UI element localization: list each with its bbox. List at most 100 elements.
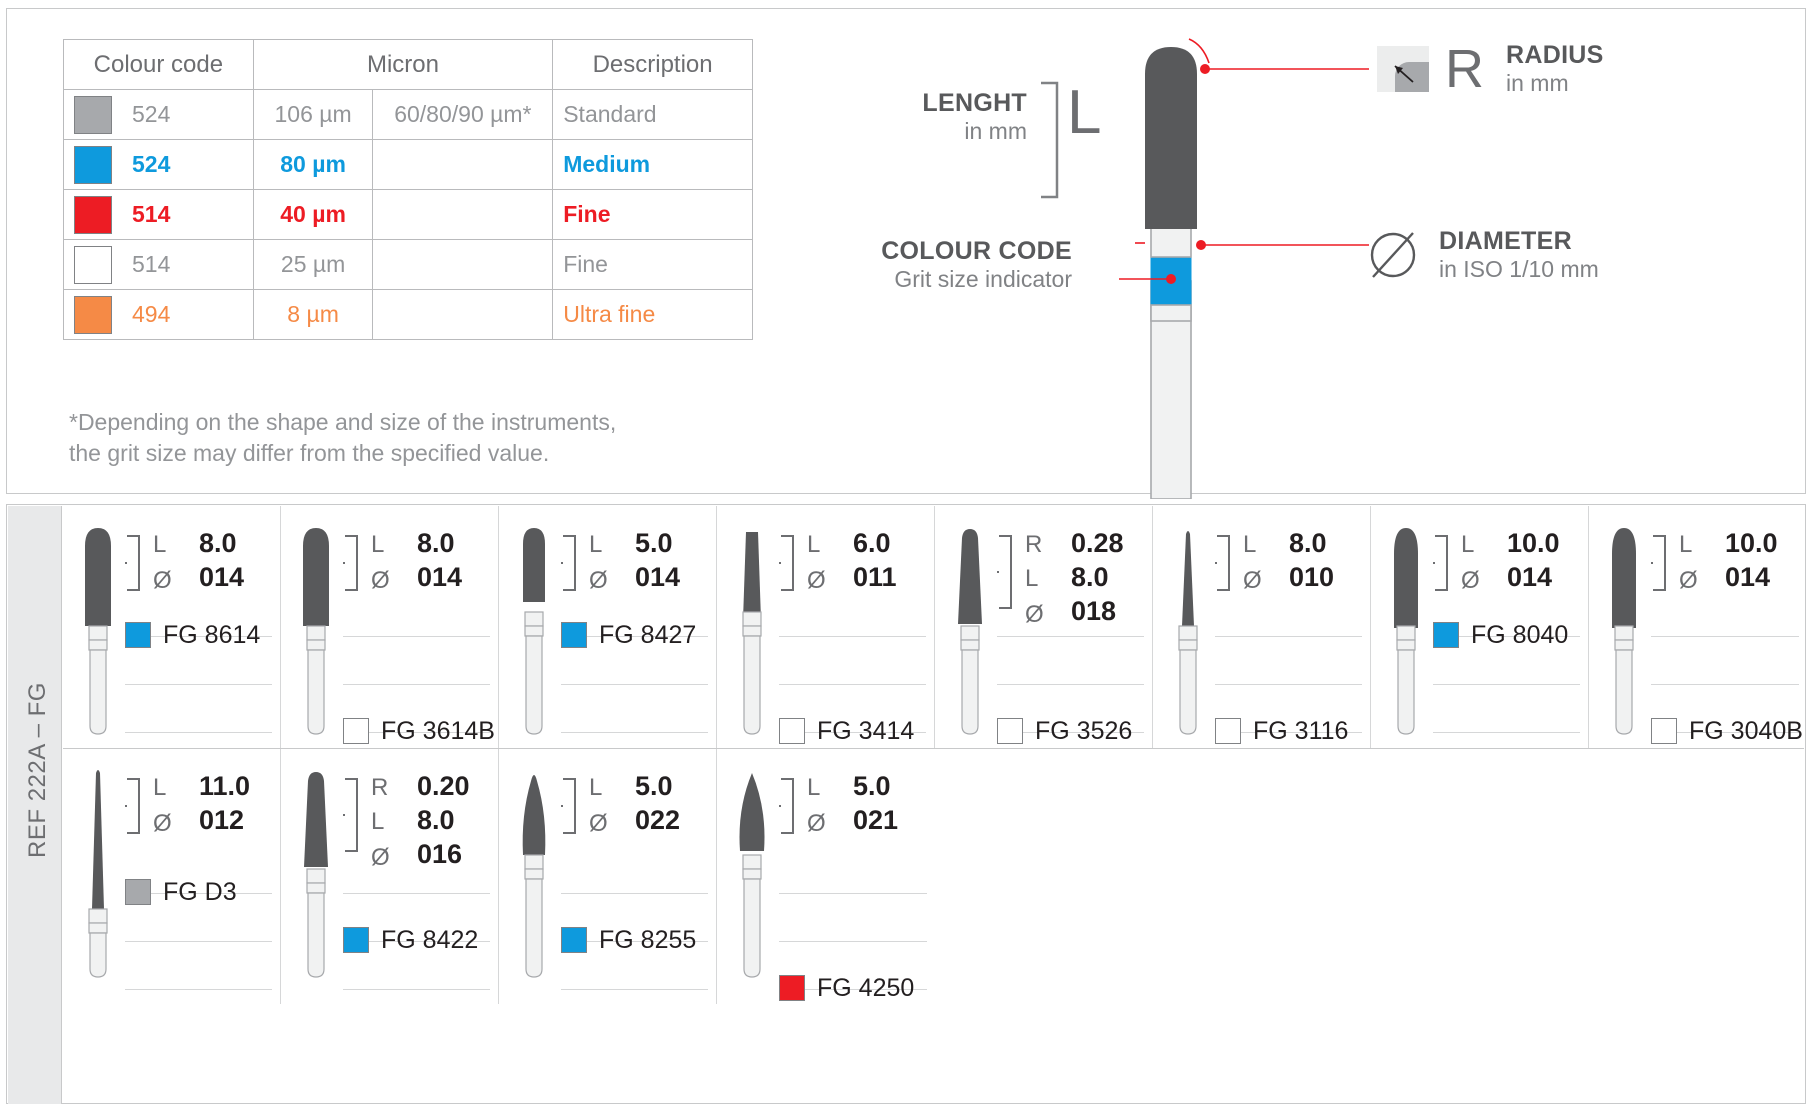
spec-value: 0.28 bbox=[1071, 528, 1124, 558]
grit-colour-cell: 524 bbox=[63, 89, 254, 140]
colour-code-value: 494 bbox=[132, 301, 171, 327]
product-code-row[interactable]: FG 3526 bbox=[997, 716, 1132, 746]
product-card[interactable]: L 5.0 Ø 014 FG 8427 bbox=[499, 506, 717, 748]
grit-micron-alt-cell bbox=[372, 239, 554, 290]
product-colour-swatch bbox=[125, 622, 151, 648]
spec-line: L 8.0 bbox=[371, 805, 470, 839]
grit-micron-alt-cell bbox=[372, 139, 554, 190]
spec-bracket-icon bbox=[561, 535, 576, 591]
spec-value: 014 bbox=[635, 562, 681, 592]
product-card[interactable]: L 8.0 Ø 014 FG 3614B bbox=[281, 506, 499, 748]
spec-block: L 5.0 Ø 022 bbox=[561, 771, 680, 839]
spec-key: Ø bbox=[1461, 567, 1480, 594]
grit-micron-cell: 25 µm bbox=[252, 239, 374, 290]
product-code-row[interactable]: FG 4250 bbox=[779, 973, 914, 1003]
product-card[interactable]: L 6.0 Ø 011 FG 3414 bbox=[717, 506, 935, 748]
product-card[interactable]: R 0.20 L 8.0 Ø 016 FG 8422 bbox=[281, 749, 499, 1004]
product-colour-swatch bbox=[125, 879, 151, 905]
card-separator-1 bbox=[1215, 636, 1362, 637]
spec-value: 6.0 bbox=[853, 528, 891, 558]
spec-value: 010 bbox=[1289, 562, 1335, 592]
spec-line: L 5.0 bbox=[589, 771, 680, 805]
product-code-row[interactable]: FG 8427 bbox=[561, 620, 696, 650]
card-separator-2 bbox=[125, 684, 272, 685]
product-code-row[interactable]: FG D3 bbox=[125, 877, 237, 907]
spec-value: 016 bbox=[417, 839, 463, 869]
spec-line: Ø 021 bbox=[807, 805, 898, 839]
product-card[interactable]: L 10.0 Ø 014 FG 8040 bbox=[1371, 506, 1589, 748]
colour-code-subtitle: Grit size indicator bbox=[894, 266, 1072, 292]
card-separator-3 bbox=[343, 732, 490, 733]
length-bracket-icon bbox=[1041, 81, 1059, 199]
spec-line: Ø 011 bbox=[807, 562, 897, 596]
card-separator-3 bbox=[343, 989, 490, 990]
spec-block: L 5.0 Ø 021 bbox=[779, 771, 898, 839]
product-code-row[interactable]: FG 8040 bbox=[1433, 620, 1568, 650]
colour-code-value: 514 bbox=[132, 251, 171, 277]
product-code-row[interactable]: FG 3116 bbox=[1215, 716, 1348, 746]
spec-bracket-icon bbox=[343, 778, 358, 852]
card-separator-3 bbox=[125, 989, 272, 990]
product-card[interactable]: L 11.0 Ø 012 FG D3 bbox=[63, 749, 281, 1004]
spec-bracket-icon bbox=[779, 535, 794, 591]
card-separator-3 bbox=[1215, 732, 1362, 733]
radius-corner-icon bbox=[1377, 46, 1429, 92]
spec-value: 014 bbox=[199, 562, 245, 592]
diameter-title: DIAMETER bbox=[1439, 227, 1572, 255]
spec-line: Ø 014 bbox=[153, 562, 244, 596]
card-separator-2 bbox=[1651, 684, 1799, 685]
product-row-1: L 8.0 Ø 014 FG 8614 L 8.0 Ø 014 FG 3614B bbox=[63, 506, 1804, 749]
spec-key: L bbox=[1679, 531, 1693, 558]
radius-title: RADIUS bbox=[1506, 41, 1604, 69]
spec-line: L 6.0 bbox=[807, 528, 897, 562]
product-colour-swatch bbox=[997, 718, 1023, 744]
product-card[interactable]: L 8.0 Ø 010 FG 3116 bbox=[1153, 506, 1371, 748]
spec-value: 014 bbox=[417, 562, 463, 592]
product-code-row[interactable]: FG 8422 bbox=[343, 925, 478, 955]
spec-bracket-icon bbox=[1651, 535, 1666, 591]
grit-description-cell: Standard bbox=[552, 89, 753, 140]
product-card[interactable]: R 0.28 L 8.0 Ø 018 FG 3526 bbox=[935, 506, 1153, 748]
card-separator-1 bbox=[561, 893, 708, 894]
spec-key: L bbox=[589, 774, 603, 801]
spec-value: 018 bbox=[1071, 596, 1117, 626]
product-colour-swatch bbox=[1433, 622, 1459, 648]
spec-block: L 10.0 Ø 014 bbox=[1433, 528, 1560, 596]
spec-bracket-icon bbox=[125, 535, 140, 591]
card-separator-3 bbox=[561, 732, 708, 733]
spec-key: Ø bbox=[153, 567, 172, 594]
spec-block: L 8.0 Ø 014 bbox=[125, 528, 244, 596]
card-separator-1 bbox=[343, 636, 490, 637]
header-description: Description bbox=[552, 39, 753, 90]
spec-key: L bbox=[153, 531, 167, 558]
product-code-row[interactable]: FG 3040B bbox=[1651, 716, 1803, 746]
product-card[interactable]: L 10.0 Ø 014 FG 3040B bbox=[1589, 506, 1807, 748]
product-card[interactable]: L 8.0 Ø 014 FG 8614 bbox=[63, 506, 281, 748]
product-code-row[interactable]: FG 3614B bbox=[343, 716, 495, 746]
grit-colour-cell: 524 bbox=[63, 139, 254, 190]
product-colour-swatch bbox=[779, 975, 805, 1001]
spec-key: L bbox=[1025, 565, 1039, 592]
colour-code-label-block: COLOUR CODE Grit size indicator bbox=[842, 237, 1072, 293]
spec-key: L bbox=[371, 808, 385, 835]
spec-line: Ø 014 bbox=[371, 562, 462, 596]
spec-line: Ø 014 bbox=[1679, 562, 1778, 596]
product-code-label: FG 8422 bbox=[381, 925, 479, 954]
product-code-row[interactable]: FG 3414 bbox=[779, 716, 914, 746]
product-code-row[interactable]: FG 8614 bbox=[125, 620, 260, 650]
product-code-label: FG 3040B bbox=[1689, 716, 1803, 745]
grit-description-cell: Medium bbox=[552, 139, 753, 190]
spec-bracket-icon bbox=[125, 778, 140, 834]
product-card[interactable]: L 5.0 Ø 021 FG 4250 bbox=[717, 749, 935, 1004]
grit-colour-cell: 494 bbox=[63, 289, 254, 340]
length-label-block: LENGHT in mm bbox=[842, 89, 1027, 145]
spec-block: L 8.0 Ø 014 bbox=[343, 528, 462, 596]
product-code-row[interactable]: FG 8255 bbox=[561, 925, 696, 955]
product-card[interactable]: L 5.0 Ø 022 FG 8255 bbox=[499, 749, 717, 1004]
card-separator-2 bbox=[779, 684, 926, 685]
product-code-label: FG 4250 bbox=[817, 973, 915, 1002]
spec-key: R bbox=[1025, 531, 1043, 558]
